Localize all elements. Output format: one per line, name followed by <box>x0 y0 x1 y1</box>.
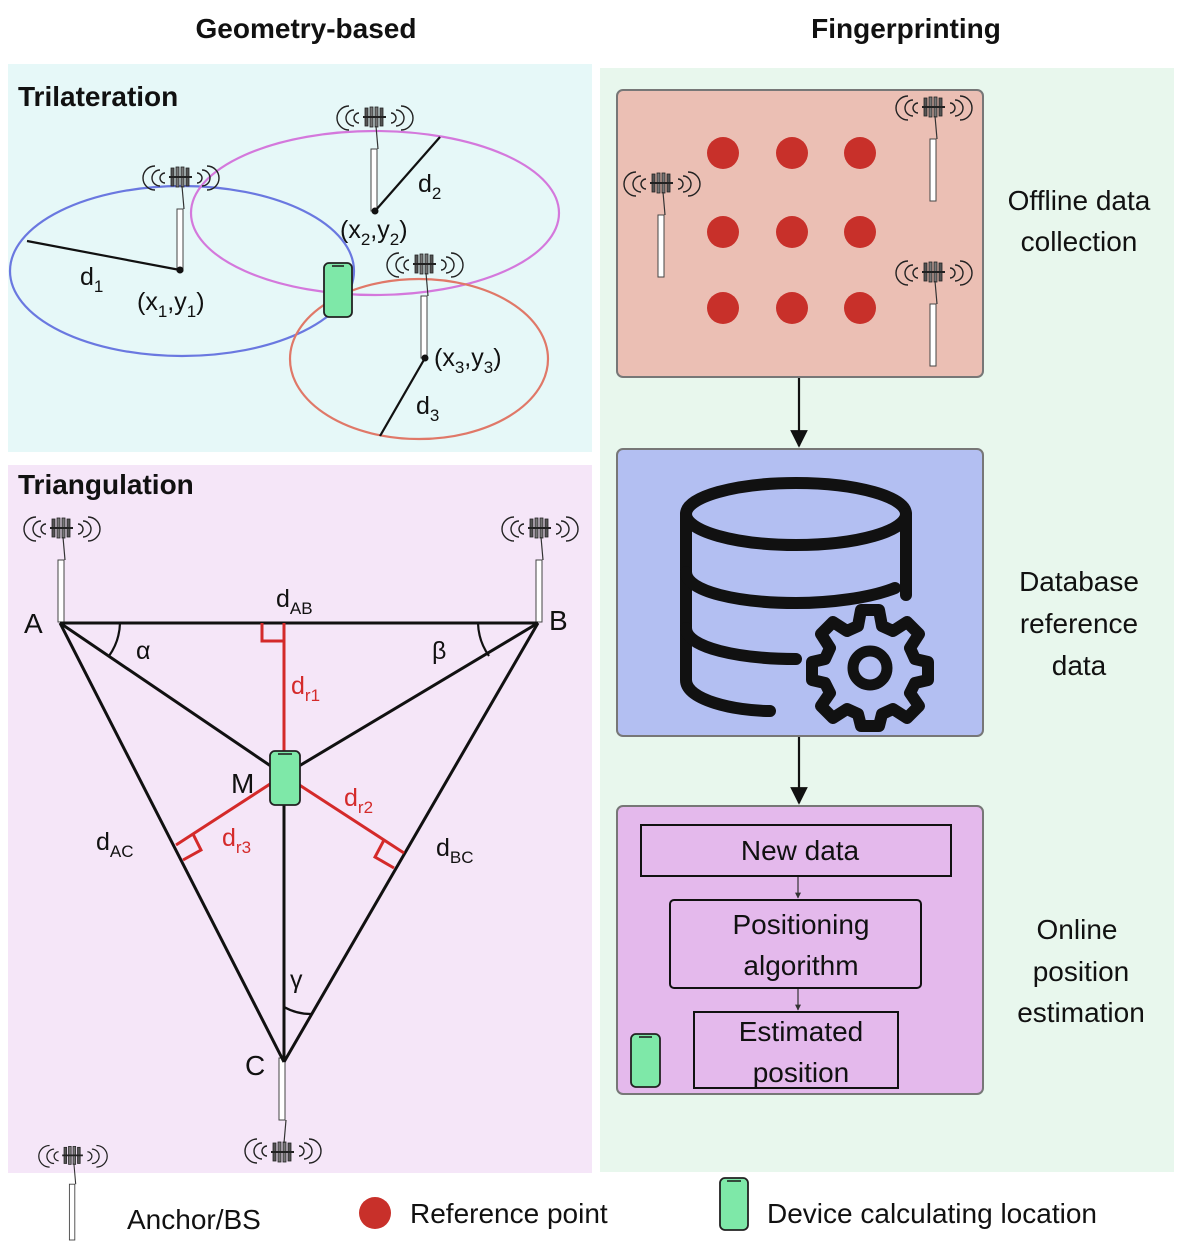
anchor-1-point <box>176 266 184 274</box>
legend-device-label: Device calculating location <box>767 1198 1097 1229</box>
positioning-label-line2: algorithm <box>743 950 858 981</box>
estimated-label-line2: position <box>753 1057 850 1088</box>
new-data-label: New data <box>741 835 860 866</box>
online-label-line2: position <box>1033 956 1130 987</box>
database-label-line2: reference <box>1020 608 1138 639</box>
perpendiculars <box>175 623 405 870</box>
d1-label: d1 <box>80 263 103 296</box>
trilateration-title: Trilateration <box>18 81 178 112</box>
fingerprinting-header: Fingerprinting <box>811 13 1001 44</box>
estimated-label-line1: Estimated <box>739 1016 864 1047</box>
database-label-line1: Database <box>1019 566 1139 597</box>
gamma-arc <box>283 1006 312 1016</box>
point-m-label: M <box>231 768 254 799</box>
d2-label: d2 <box>418 170 441 203</box>
vertex-b-label: B <box>549 605 568 636</box>
database-label-line3: data <box>1052 650 1107 681</box>
database-icon <box>680 477 912 717</box>
positioning-label-line1: Positioning <box>733 909 870 940</box>
estimated-box <box>693 1011 899 1089</box>
range-circle-3 <box>288 277 550 441</box>
triangulation-title: Triangulation <box>18 469 194 500</box>
reference-points-grid <box>707 137 876 324</box>
trilateration-device-icon <box>323 262 353 318</box>
legend-device-icon <box>719 1177 749 1231</box>
offline-label-line2: collection <box>1021 226 1138 257</box>
beta-label: β <box>432 637 446 665</box>
offline-label-line1: Offline data <box>1008 185 1151 216</box>
triangulation-panel <box>8 465 592 1173</box>
database-box <box>616 448 984 737</box>
legend-anchor-label: Anchor/BS <box>127 1204 261 1235</box>
anchor-3-point <box>421 354 429 362</box>
dab-label: dAB <box>276 585 313 618</box>
dr1-label: dr1 <box>291 672 320 705</box>
triangle <box>58 621 540 1063</box>
dr2-label: dr2 <box>344 784 373 817</box>
new-data-box <box>640 824 952 877</box>
online-device-icon <box>630 1033 661 1088</box>
dac-label: dAC <box>96 828 134 861</box>
point-3-label: (x3,y3) <box>434 344 502 377</box>
alpha-arc <box>108 622 122 657</box>
anchor-2-point <box>371 207 379 215</box>
point-2-label: (x2,y2) <box>340 216 408 249</box>
d2-line <box>374 136 441 212</box>
legend-reference-label: Reference point <box>410 1198 608 1229</box>
trilateration-panel <box>8 64 592 452</box>
gamma-label: γ <box>290 966 303 994</box>
dr3-label: dr3 <box>222 824 251 857</box>
d1-line <box>26 239 181 272</box>
vertex-a-label: A <box>24 608 43 639</box>
beta-arc <box>476 622 490 657</box>
online-label-line1: Online <box>1037 914 1118 945</box>
online-label-line3: estimation <box>1017 997 1145 1028</box>
d3-line <box>379 357 426 437</box>
geometry-based-header: Geometry-based <box>196 13 417 44</box>
gear-icon <box>806 604 934 732</box>
range-circle-2 <box>189 129 561 297</box>
vertex-c-label: C <box>245 1050 265 1081</box>
point-1-label: (x1,y1) <box>137 288 205 321</box>
d3-label: d3 <box>416 392 439 425</box>
triangulation-device-icon <box>269 750 301 806</box>
alpha-label: α <box>136 637 150 665</box>
dbc-label: dBC <box>436 834 474 867</box>
positioning-box <box>669 899 922 989</box>
legend-reference-icon <box>359 1197 391 1229</box>
